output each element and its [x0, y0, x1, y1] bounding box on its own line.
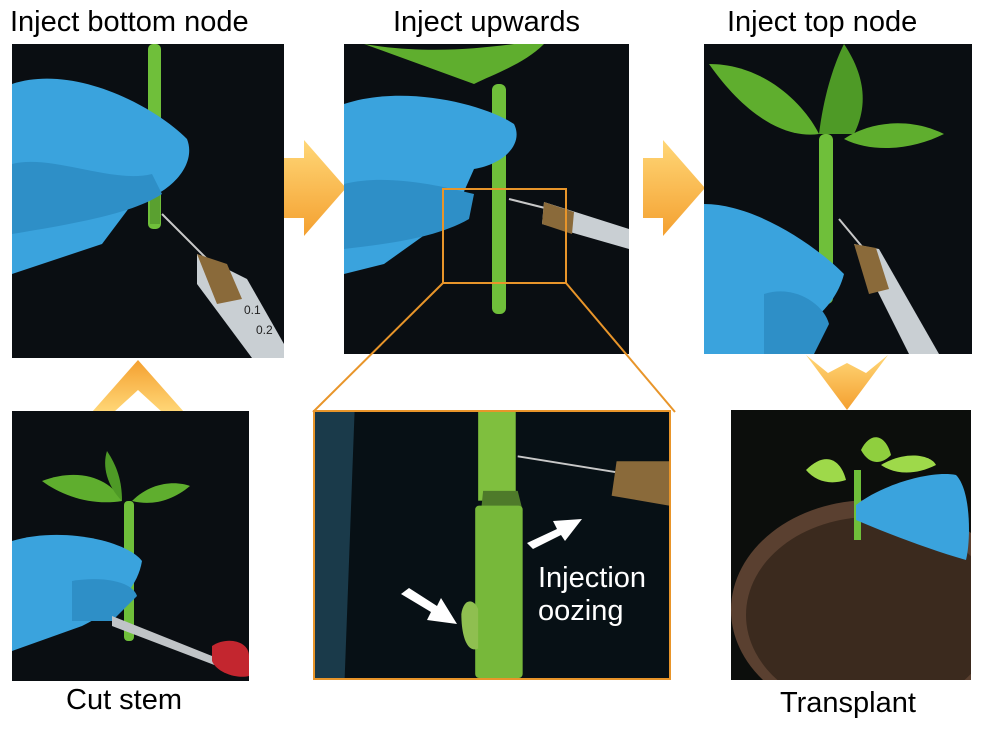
pointer-arrow-icon — [401, 588, 457, 624]
photo-injection-zoom: Injection oozing — [313, 410, 671, 680]
label-inject-top: Inject top node — [727, 6, 918, 38]
label-inject-bottom: Inject bottom node — [10, 6, 249, 38]
flow-arrow-icon — [92, 360, 184, 412]
photo-inject-top-node — [704, 44, 972, 354]
svg-text:0.1: 0.1 — [244, 303, 261, 317]
flow-arrow-icon — [284, 140, 346, 236]
injection-label-line2: oozing — [538, 595, 624, 628]
photo-inject-bottom-node: 0.1 0.2 — [12, 44, 284, 358]
label-cut-stem: Cut stem — [66, 684, 183, 716]
svg-text:0.2: 0.2 — [256, 323, 273, 337]
pointer-arrow-icon — [527, 519, 582, 549]
flow-arrow-icon — [806, 355, 888, 410]
photo-cut-stem — [12, 411, 249, 681]
label-transplant: Transplant — [780, 687, 916, 719]
label-inject-upwards: Inject upwards — [393, 6, 580, 38]
zoom-region-box — [442, 188, 567, 284]
injection-label-line1: Injection — [538, 562, 647, 594]
zoom-connector-lines — [312, 282, 676, 413]
photo-transplant — [731, 410, 971, 680]
injection-oozing-label: Injection oozing — [538, 562, 646, 629]
flow-arrow-icon — [643, 140, 705, 236]
